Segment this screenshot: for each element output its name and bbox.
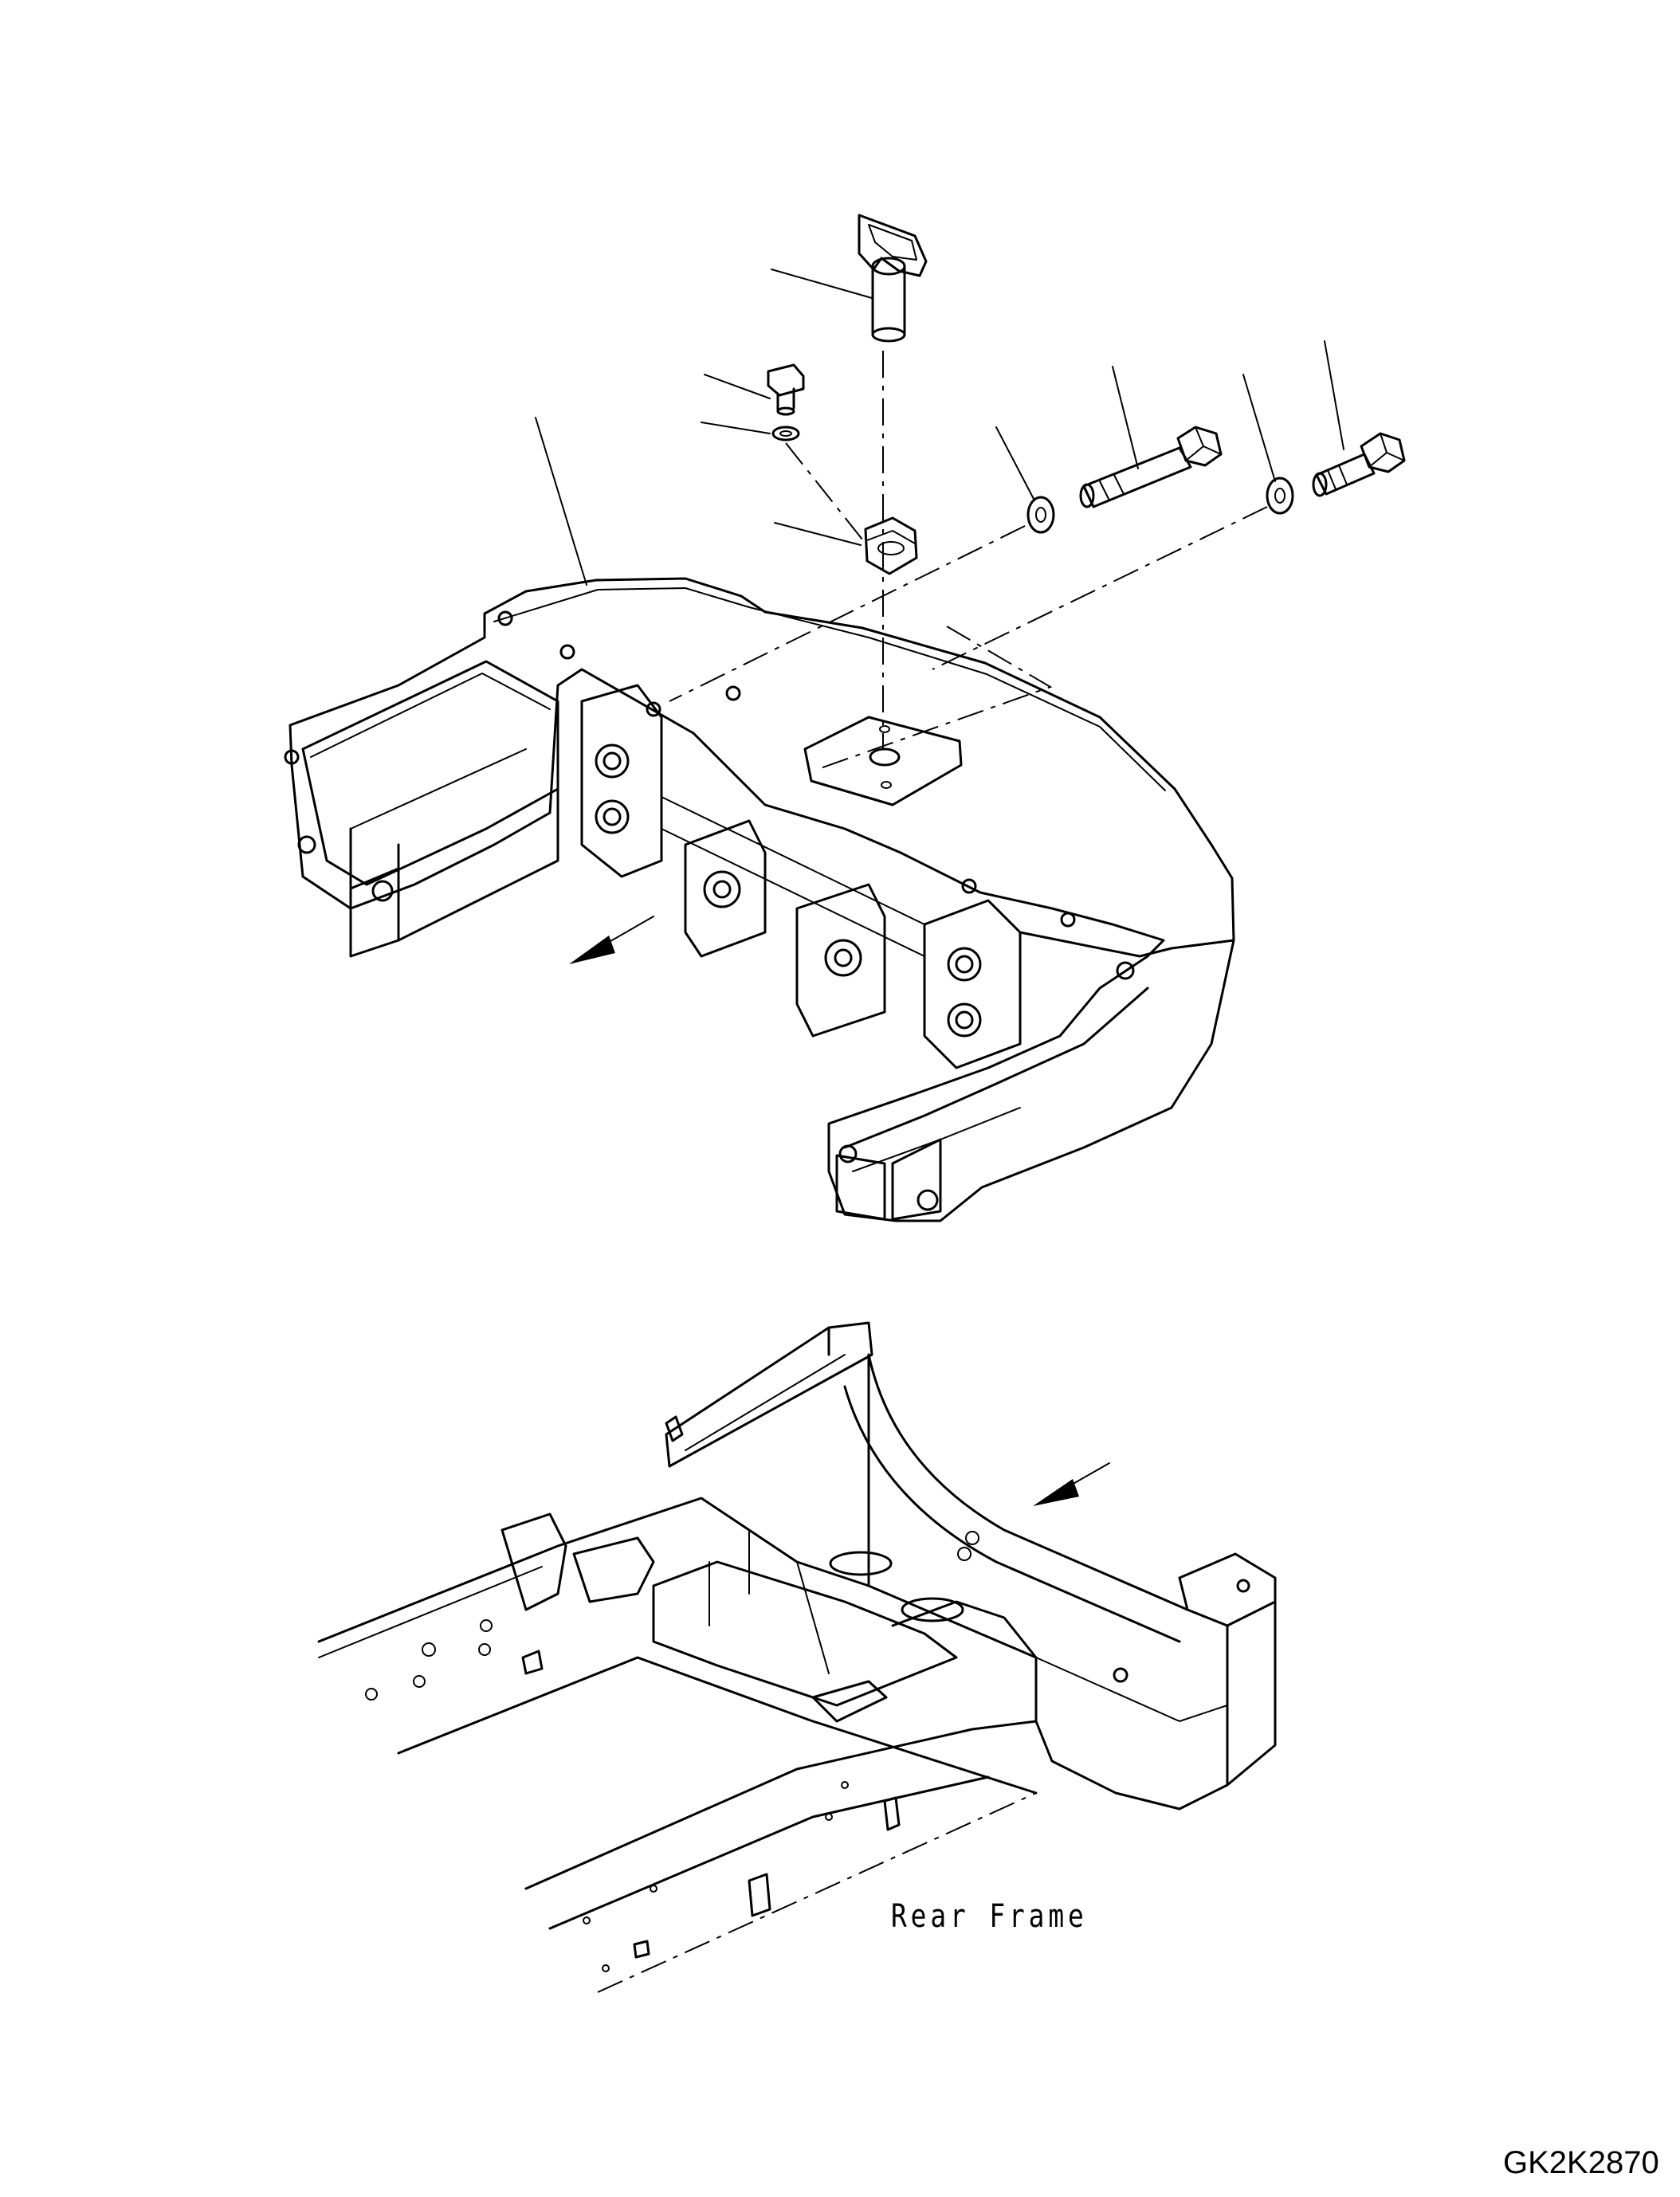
large-washer-1 (1026, 496, 1055, 534)
assembly-lines (669, 351, 1268, 771)
rear-frame (317, 1321, 1277, 1993)
leader-lines (535, 269, 1344, 586)
small-hex-bolt (767, 363, 805, 416)
retainer-plate (864, 516, 918, 575)
frame-direction-arrow (1033, 1462, 1110, 1506)
counterweight-direction-arrow (569, 916, 654, 964)
long-bolt (1079, 426, 1223, 508)
rear-frame-label: Rear Frame (891, 1898, 1088, 1935)
short-bolt (1312, 432, 1406, 497)
small-washer (771, 426, 800, 441)
drawing-code-label: GK2K2870 (1503, 2145, 1659, 2180)
counterweight (284, 577, 1235, 1222)
lifting-pin (858, 214, 928, 343)
large-washer-2 (1266, 477, 1294, 515)
